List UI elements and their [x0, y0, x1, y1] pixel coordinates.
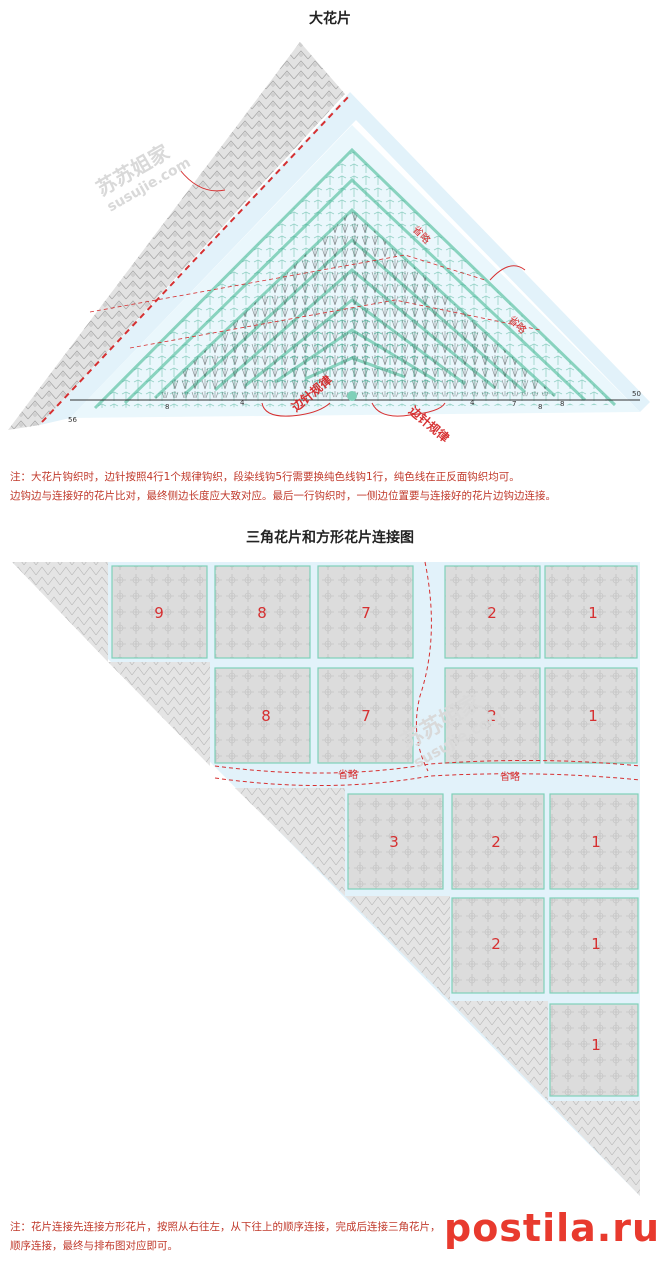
row-number: 4 — [470, 399, 475, 407]
note-2-line-2: 顺序连接，最终与排布图对应即可。 — [10, 1240, 178, 1252]
row-number: 4 — [240, 399, 245, 407]
square-number: 1 — [588, 604, 598, 622]
tri-fill-3 — [235, 788, 345, 896]
square-number: 1 — [591, 833, 601, 851]
row-number: 56 — [68, 416, 77, 424]
note-1: 注：大花片钩织时，边针按照4行1个规律钩织，段染线钩5行需要换纯色线钩1行，纯色… — [10, 468, 650, 506]
square-numbers: 9 8 7 2 1 8 7 2 1 3 2 1 2 1 1 — [154, 604, 601, 1054]
red-dashed-edge — [41, 94, 351, 423]
note-1-line-2: 边钩边与连接好的花片比对，最终侧边长度应大致对应。最后一行钩织时，一侧边位置要与… — [10, 490, 556, 502]
tri-fill-4 — [345, 896, 450, 1001]
square-number: 9 — [154, 604, 164, 622]
row-number: 8 — [560, 400, 564, 408]
tri-fill-5 — [450, 1001, 548, 1101]
square-number: 3 — [389, 833, 399, 851]
square-number: 8 — [261, 707, 271, 725]
postila-logo: postila.ru — [444, 1206, 659, 1250]
square-number: 7 — [361, 707, 371, 725]
omit-label-2a: 省略 — [338, 768, 358, 781]
square-number: 7 — [361, 604, 371, 622]
square-number: 1 — [591, 935, 601, 953]
row-number: 8 — [538, 403, 542, 411]
page-title-middle: 三角花片和方形花片连接图 — [246, 530, 414, 546]
note-1-line-1: 注：大花片钩织时，边针按照4行1个规律钩织，段染线钩5行需要换纯色线钩1行，纯色… — [10, 471, 520, 483]
tri-fill-1 — [12, 562, 108, 662]
big-triangle-diagram: 省略 省略 边针规律 边针规律 56 50 8 4 4 8 7 8 — [8, 42, 650, 445]
square-number: 1 — [591, 1036, 601, 1054]
connection-diagram: 省略 省略 9 8 7 2 1 8 7 2 1 3 2 1 2 1 1 — [12, 561, 641, 1196]
postila-logo-text: postila.ru — [444, 1206, 660, 1250]
square-number: 2 — [487, 604, 497, 622]
row-number: 8 — [165, 403, 169, 411]
note-2: 注：花片连接先连接方形花片，按照从右往左，从下往上的顺序连接，完成后连接三角花片… — [10, 1218, 650, 1256]
row-number: 7 — [512, 400, 516, 408]
page-title-top: 大花片 — [309, 11, 351, 27]
square-number: 1 — [588, 707, 598, 725]
square-number: 2 — [487, 707, 497, 725]
squares — [111, 565, 639, 1097]
square-number: 2 — [491, 935, 501, 953]
row-number: 50 — [632, 390, 641, 398]
omit-label-2b: 省略 — [500, 770, 520, 783]
square-number: 2 — [491, 833, 501, 851]
tri-fill-6 — [548, 1101, 640, 1196]
square-number: 8 — [257, 604, 267, 622]
note-2-line-1: 注：花片连接先连接方形花片，按照从右往左，从下往上的顺序连接，完成后连接三角花片… — [10, 1221, 441, 1233]
tri-fill-2 — [108, 662, 210, 766]
